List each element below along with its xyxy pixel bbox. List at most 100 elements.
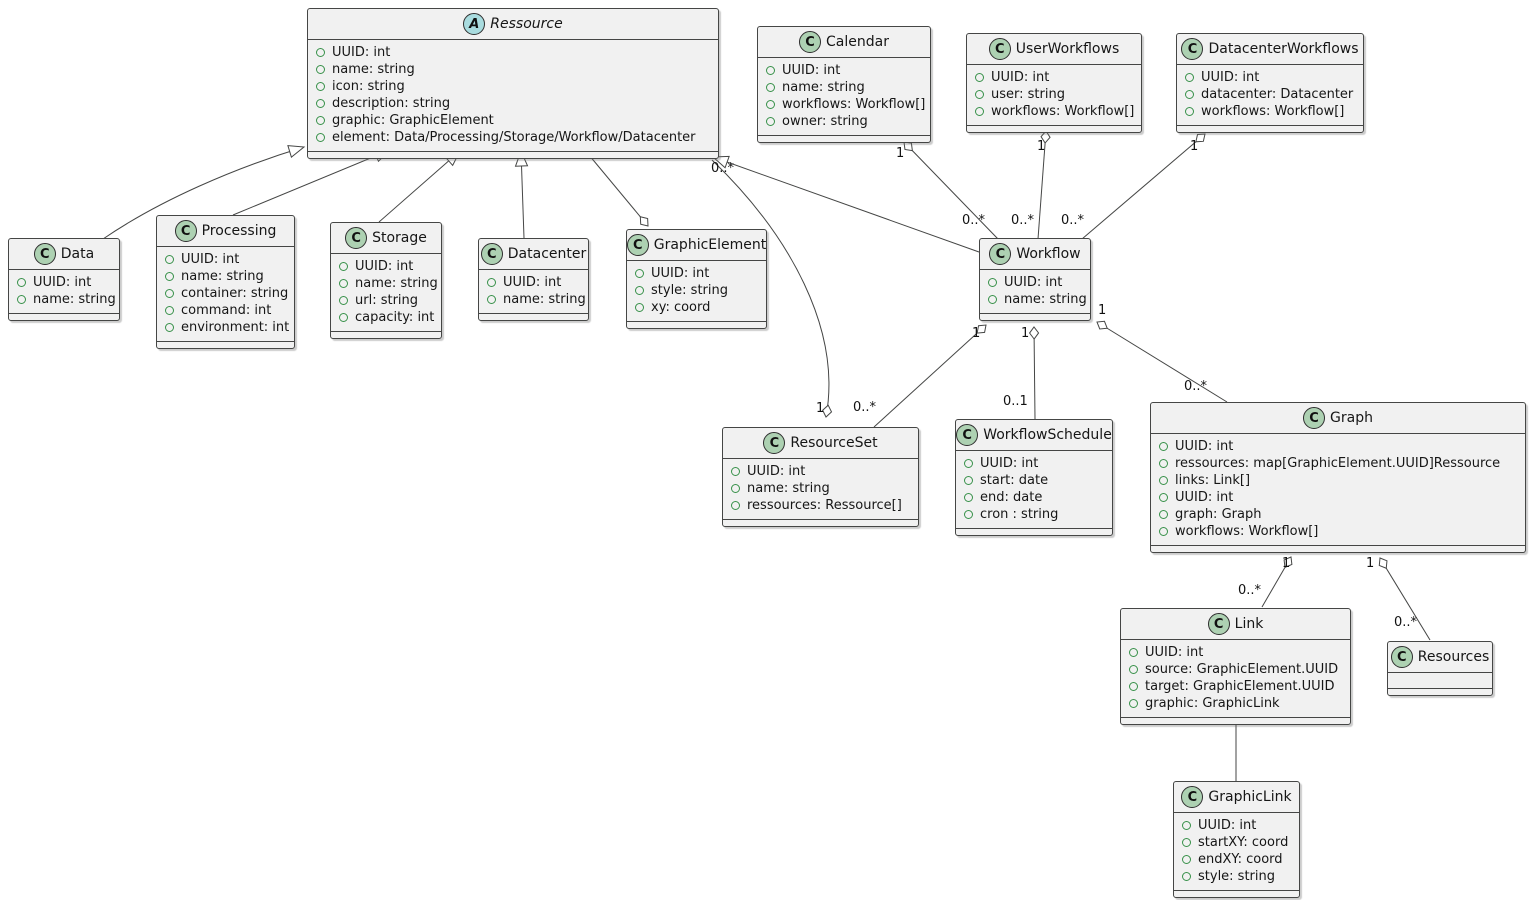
- attribute-text: UUID: int: [33, 275, 92, 290]
- attribute-row: user: string: [975, 86, 1133, 103]
- attribute-text: style: string: [1198, 869, 1276, 884]
- attribute-row: end: date: [964, 489, 1104, 506]
- edge-datacenter-extends-ressource: [514, 149, 529, 239]
- attribute-row: endXY: coord: [1182, 851, 1291, 868]
- attribute-row: graphic: GraphicLink: [1129, 695, 1342, 712]
- field-visibility-icon: [1182, 821, 1191, 830]
- attribute-text: graphic: GraphicElement: [332, 113, 494, 128]
- attribute-text: UUID: int: [1175, 439, 1234, 454]
- class-workflow-header: C Workflow: [980, 239, 1090, 270]
- attribute-row: UUID: int: [766, 62, 922, 79]
- attribute-row: graph: Graph: [1159, 506, 1517, 523]
- attribute-row: url: string: [339, 292, 433, 309]
- methods-compartment: [479, 314, 588, 320]
- class-storage-header: C Storage: [331, 223, 441, 254]
- field-visibility-icon: [339, 296, 348, 305]
- attribute-row: container: string: [165, 285, 289, 302]
- field-visibility-icon: [1159, 476, 1168, 485]
- multiplicity-label: 0..*: [1238, 583, 1262, 598]
- attribute-text: element: Data/Processing/Storage/Workflo…: [332, 130, 696, 145]
- class-resourceset-header: C ResourceSet: [723, 428, 918, 459]
- class-graphicelement-header: C GraphicElement: [626, 230, 766, 261]
- field-visibility-icon: [1159, 510, 1168, 519]
- methods-compartment: [157, 342, 294, 348]
- attribute-text: container: string: [181, 286, 289, 301]
- attribute-text: description: string: [332, 96, 451, 111]
- field-visibility-icon: [1185, 90, 1194, 99]
- attribute-text: UUID: int: [980, 456, 1039, 471]
- class-link-header: C Link: [1121, 609, 1350, 640]
- class-datacenter-attributes: UUID: int name: string: [479, 270, 588, 314]
- multiplicity-label: 1: [1037, 139, 1046, 154]
- multiplicity-label: 1: [1190, 139, 1199, 154]
- class-workflowschedule-header: C WorkflowSchedule: [956, 420, 1112, 451]
- field-visibility-icon: [165, 323, 174, 332]
- attribute-row: capacity: int: [339, 309, 435, 326]
- attribute-row: environment: int: [165, 319, 290, 336]
- attribute-text: capacity: int: [355, 310, 435, 325]
- abstract-stereotype-icon: A: [463, 13, 486, 35]
- attribute-text: user: string: [991, 87, 1065, 102]
- multiplicity-label: 0..*: [711, 161, 735, 176]
- class-resources-header: C Resources: [1388, 642, 1492, 673]
- edge-ressource-graphicelement-aggregation: [583, 148, 649, 227]
- field-visibility-icon: [975, 73, 984, 82]
- methods-compartment: [723, 520, 918, 526]
- multiplicity-label: 0..*: [1061, 213, 1085, 228]
- methods-compartment: [308, 152, 718, 158]
- field-visibility-icon: [1159, 493, 1168, 502]
- attribute-row: name: string: [731, 480, 910, 497]
- attribute-text: source: GraphicElement.UUID: [1145, 662, 1339, 677]
- class-title: ResourceSet: [790, 435, 878, 451]
- field-visibility-icon: [635, 303, 644, 312]
- class-ressource-header: A Ressource: [308, 9, 718, 40]
- field-visibility-icon: [988, 295, 997, 304]
- methods-compartment: [1151, 546, 1525, 552]
- attribute-row: ressources: Ressource[]: [731, 497, 910, 514]
- class-title: GraphicLink: [1208, 789, 1292, 805]
- field-visibility-icon: [635, 269, 644, 278]
- multiplicity-label: 0..*: [853, 400, 877, 415]
- attribute-text: name: string: [503, 292, 586, 307]
- attribute-row: start: date: [964, 472, 1104, 489]
- field-visibility-icon: [1185, 107, 1194, 116]
- class-datacenterworkflows-header: C DatacenterWorkflows: [1177, 34, 1363, 65]
- field-visibility-icon: [487, 278, 496, 287]
- attribute-text: name: string: [1004, 292, 1087, 307]
- attribute-row: UUID: int: [731, 463, 910, 480]
- methods-compartment: [1177, 126, 1363, 132]
- attribute-row: element: Data/Processing/Storage/Workflo…: [316, 129, 710, 146]
- field-visibility-icon: [1159, 527, 1168, 536]
- field-visibility-icon: [165, 289, 174, 298]
- attribute-row: style: string: [1182, 868, 1291, 885]
- methods-compartment: [1174, 891, 1299, 897]
- class-data-header: C Data: [9, 239, 119, 270]
- attribute-text: name: string: [181, 269, 264, 284]
- methods-compartment: [980, 314, 1090, 320]
- multiplicity-label: 0..*: [1184, 379, 1208, 394]
- attribute-text: UUID: int: [503, 275, 562, 290]
- attribute-text: environment: int: [181, 320, 290, 335]
- field-visibility-icon: [165, 255, 174, 264]
- class-stereotype-icon: C: [799, 31, 822, 53]
- attribute-text: UUID: int: [1198, 818, 1257, 833]
- attribute-text: graph: Graph: [1175, 507, 1262, 522]
- attribute-row: datacenter: Datacenter: [1185, 86, 1355, 103]
- field-visibility-icon: [975, 90, 984, 99]
- attribute-text: name: string: [747, 481, 830, 496]
